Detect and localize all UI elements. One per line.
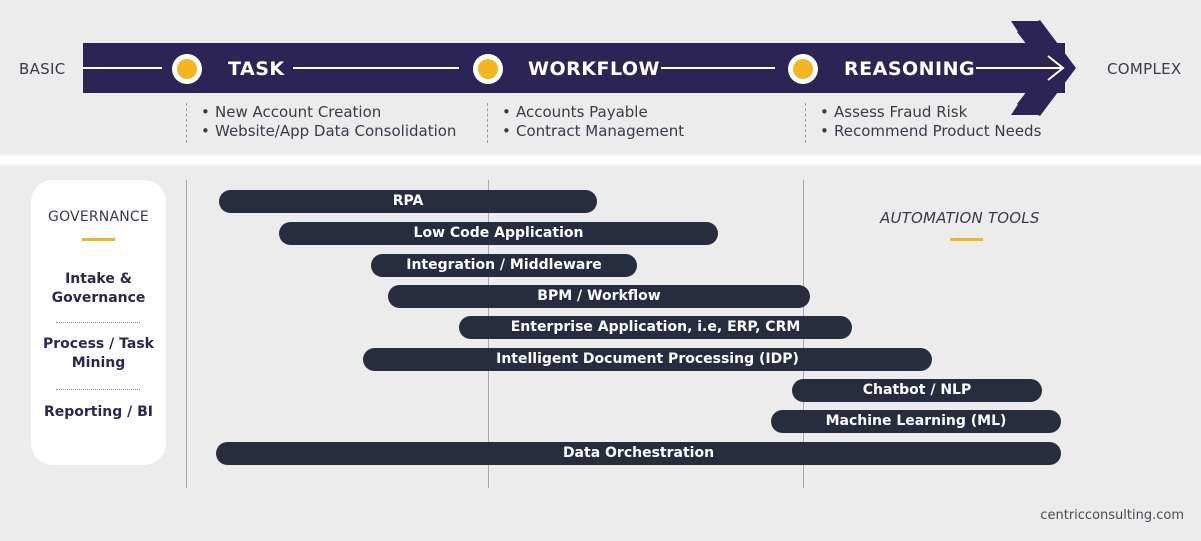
tool-bar-low-code: Low Code Application bbox=[279, 222, 718, 245]
task-examples: New Account Creation Website/App Data Co… bbox=[186, 103, 456, 143]
tool-label: Intelligent Document Processing (IDP) bbox=[496, 351, 799, 367]
example-item: New Account Creation bbox=[201, 103, 456, 122]
tool-bar-bpm: BPM / Workflow bbox=[388, 285, 810, 308]
tool-label: Machine Learning (ML) bbox=[825, 413, 1007, 429]
governance-accent-line bbox=[82, 238, 115, 241]
tool-label: Integration / Middleware bbox=[406, 257, 602, 273]
reasoning-examples: Assess Fraud Risk Recommend Product Need… bbox=[805, 103, 1041, 143]
governance-item-intake: Intake & Governance bbox=[51, 271, 146, 306]
governance-item-reporting: Reporting / BI bbox=[43, 404, 154, 420]
tool-bar-chatbot: Chatbot / NLP bbox=[792, 379, 1042, 402]
tool-label: Low Code Application bbox=[413, 225, 584, 241]
governance-card: GOVERNANCE Intake & Governance Process /… bbox=[31, 180, 166, 465]
governance-item-process-mining: Process / Task Mining bbox=[43, 336, 154, 371]
tools-accent-line bbox=[950, 238, 983, 241]
governance-title: GOVERNANCE bbox=[48, 209, 149, 225]
example-item: Accounts Payable bbox=[502, 103, 684, 122]
footer-url: centricconsulting.com bbox=[1040, 508, 1184, 523]
tool-label: Data Orchestration bbox=[562, 445, 715, 461]
governance-divider bbox=[56, 389, 140, 390]
tool-label: BPM / Workflow bbox=[537, 288, 661, 304]
tool-bar-integration: Integration / Middleware bbox=[371, 254, 637, 277]
governance-divider bbox=[56, 322, 140, 323]
stage-task-label: TASK bbox=[228, 58, 285, 80]
tool-label: Enterprise Application, i.e, ERP, CRM bbox=[510, 319, 801, 335]
basic-label: BASIC bbox=[19, 60, 66, 78]
example-item: Recommend Product Needs bbox=[820, 122, 1041, 141]
reasoning-marker-icon bbox=[788, 54, 818, 84]
stage-workflow-label: WORKFLOW bbox=[528, 58, 660, 80]
spectrum-arrow bbox=[83, 20, 1076, 116]
tool-bar-machine-learning: Machine Learning (ML) bbox=[771, 410, 1061, 433]
stage-reasoning-label: REASONING bbox=[844, 58, 976, 80]
tool-label: RPA bbox=[392, 193, 424, 209]
task-marker-icon bbox=[172, 54, 202, 84]
tool-bar-rpa: RPA bbox=[219, 190, 597, 213]
automation-tools-title: AUTOMATION TOOLS bbox=[880, 209, 1040, 227]
tool-bar-data-orchestration: Data Orchestration bbox=[216, 442, 1061, 465]
example-item: Website/App Data Consolidation bbox=[201, 122, 456, 141]
tool-label: Chatbot / NLP bbox=[862, 382, 972, 398]
workflow-examples: Accounts Payable Contract Management bbox=[487, 103, 684, 143]
tool-bar-enterprise-app: Enterprise Application, i.e, ERP, CRM bbox=[459, 316, 852, 339]
example-item: Assess Fraud Risk bbox=[820, 103, 1041, 122]
stage-divider-task bbox=[186, 180, 187, 488]
workflow-marker-icon bbox=[473, 54, 503, 84]
complex-label: COMPLEX bbox=[1107, 60, 1182, 78]
example-item: Contract Management bbox=[502, 122, 684, 141]
tool-bar-idp: Intelligent Document Processing (IDP) bbox=[363, 348, 932, 371]
